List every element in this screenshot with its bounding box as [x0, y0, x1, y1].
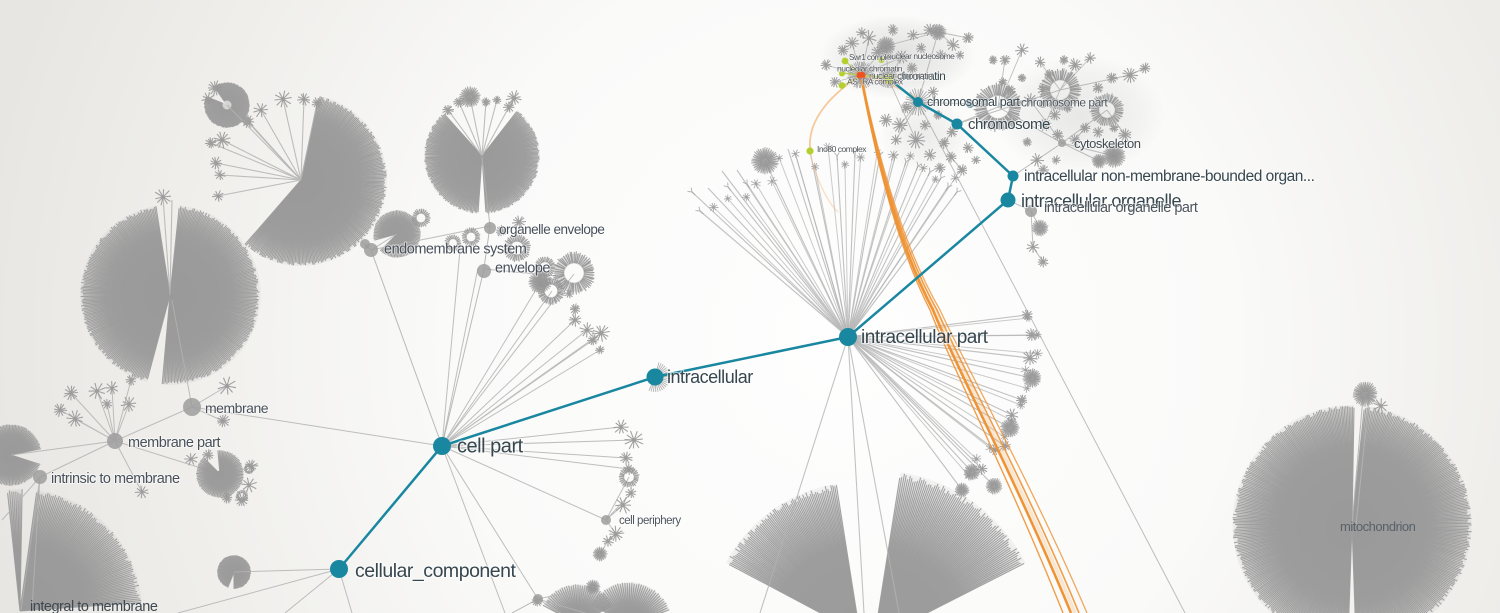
- svg-text:intracellular part: intracellular part: [861, 327, 989, 348]
- svg-text:cellular_component: cellular_component: [355, 560, 517, 582]
- svg-text:chromosomal part: chromosomal part: [927, 95, 1020, 109]
- svg-text:Swr1 complex: Swr1 complex: [849, 53, 894, 62]
- svg-text:envelope: envelope: [495, 261, 550, 277]
- svg-text:ASTRA complex: ASTRA complex: [847, 77, 904, 87]
- svg-text:cytoskeleton: cytoskeleton: [1074, 136, 1141, 151]
- svg-text:membrane part: membrane part: [128, 435, 221, 451]
- svg-text:nucleolar chromatin: nucleolar chromatin: [837, 64, 903, 74]
- svg-text:mitochondrion: mitochondrion: [1340, 519, 1416, 534]
- svg-text:integral to membrane: integral to membrane: [30, 599, 158, 613]
- svg-text:nuclear chromatin: nuclear chromatin: [869, 71, 933, 81]
- svg-text:intracellular organelle part: intracellular organelle part: [1044, 200, 1198, 216]
- svg-text:intracellular: intracellular: [667, 367, 753, 387]
- svg-text:endomembrane system: endomembrane system: [384, 242, 527, 258]
- svg-text:cell part: cell part: [457, 436, 524, 458]
- svg-text:intracellular non-membrane-bou: intracellular non-membrane-bounded organ…: [1024, 168, 1314, 185]
- svg-text:cell periphery: cell periphery: [619, 515, 681, 527]
- svg-text:chromatin: chromatin: [897, 69, 945, 83]
- svg-text:intracellular organelle: intracellular organelle: [1021, 191, 1182, 211]
- svg-text:organelle envelope: organelle envelope: [499, 222, 604, 237]
- svg-text:Ino80 complex: Ino80 complex: [817, 144, 867, 154]
- svg-text:membrane: membrane: [205, 400, 269, 416]
- svg-text:chromosome: chromosome: [968, 116, 1050, 133]
- svg-text:intrinsic to membrane: intrinsic to membrane: [51, 471, 180, 487]
- svg-text:chromosome part: chromosome part: [1021, 96, 1108, 110]
- svg-text:nuclear nucleosome: nuclear nucleosome: [887, 51, 955, 61]
